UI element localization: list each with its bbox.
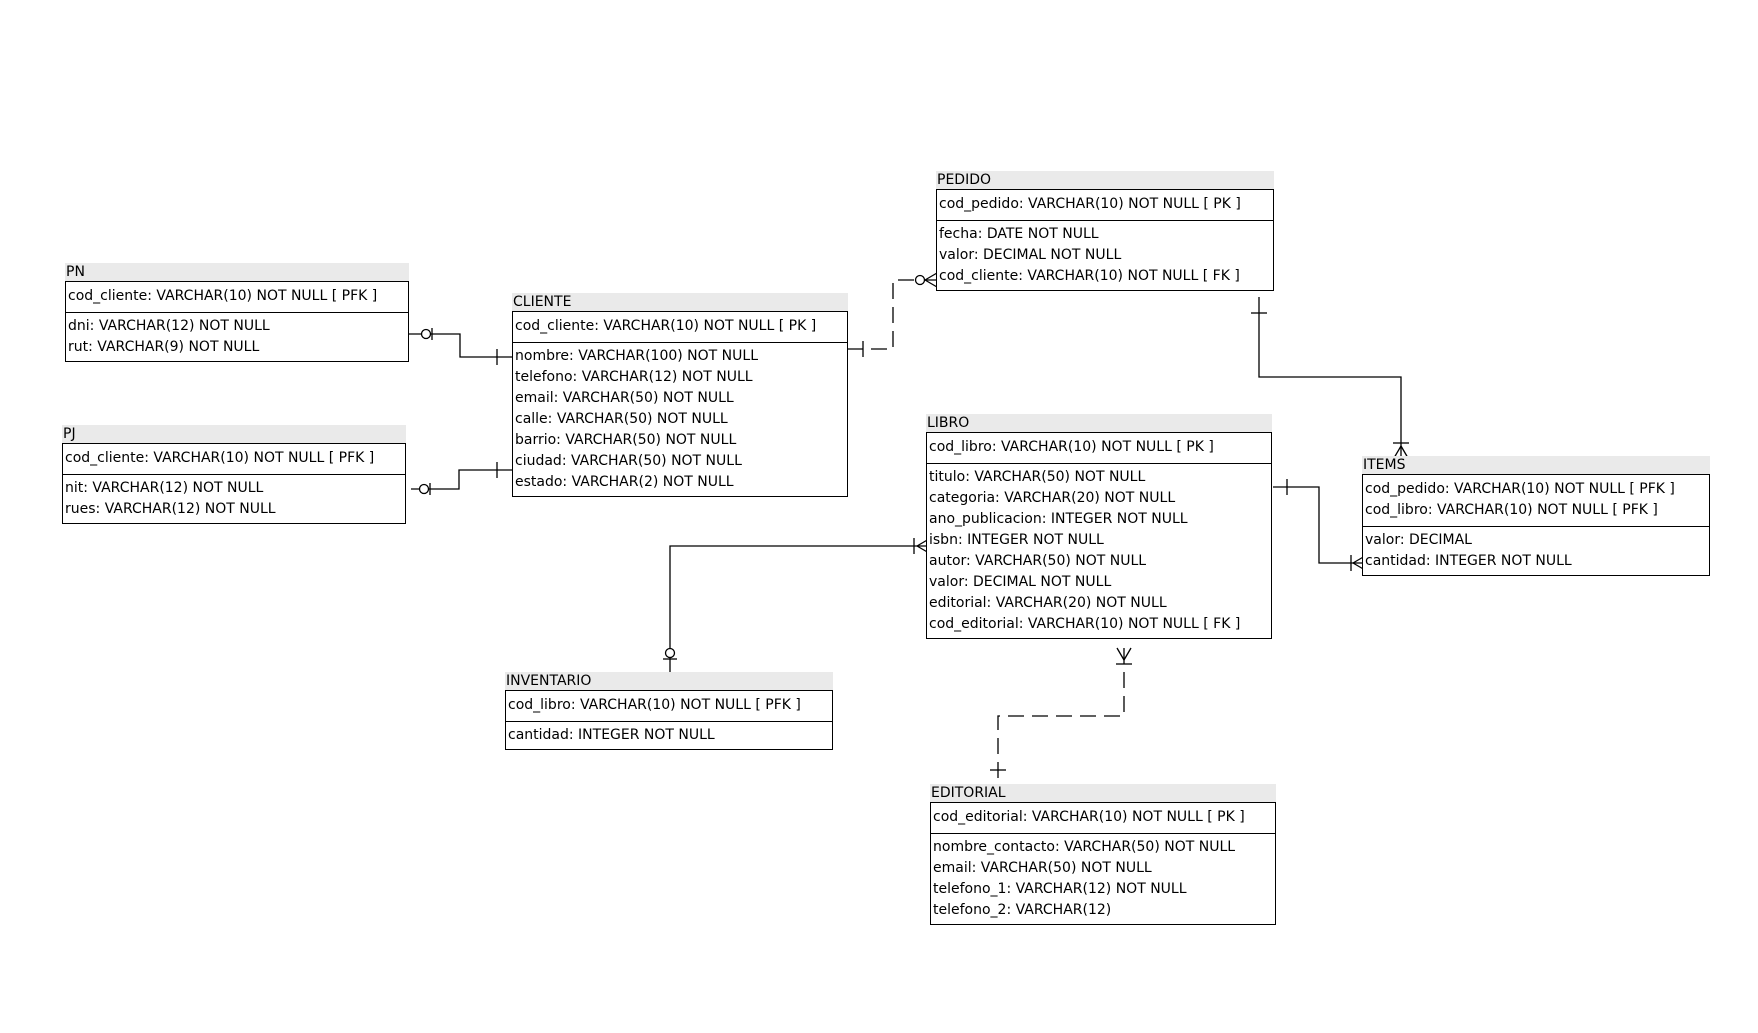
zero-or-one-marker <box>418 483 430 495</box>
primary-key-section: cod_pedido: VARCHAR(10) NOT NULL [ PK ] <box>937 190 1273 221</box>
attribute: cod_editorial: VARCHAR(10) NOT NULL [ FK… <box>929 616 1241 632</box>
entity-box: cod_cliente: VARCHAR(10) NOT NULL [ PFK … <box>65 281 409 362</box>
crow-foot-marker <box>924 272 938 281</box>
zero-marker <box>914 274 926 286</box>
entity-inventario[interactable]: INVENTARIO cod_libro: VARCHAR(10) NOT NU… <box>505 672 833 750</box>
attribute: categoria: VARCHAR(20) NOT NULL <box>929 490 1176 506</box>
crow-foot-marker <box>924 279 938 288</box>
entity-title: ITEMS <box>1362 456 1710 474</box>
attribute-section: nit: VARCHAR(12) NOT NULL rues: VARCHAR(… <box>63 475 405 523</box>
entity-box: cod_libro: VARCHAR(10) NOT NULL [ PK ] t… <box>926 432 1272 639</box>
key-attribute: cod_cliente: VARCHAR(10) NOT NULL [ PK ] <box>515 318 817 334</box>
entity-title: LIBRO <box>926 414 1272 432</box>
attribute: rues: VARCHAR(12) NOT NULL <box>65 501 276 517</box>
attribute: email: VARCHAR(50) NOT NULL <box>515 390 734 406</box>
primary-key-section: cod_cliente: VARCHAR(10) NOT NULL [ PFK … <box>63 444 405 475</box>
entity-items[interactable]: ITEMS cod_pedido: VARCHAR(10) NOT NULL [… <box>1362 456 1710 576</box>
attribute-section: fecha: DATE NOT NULL valor: DECIMAL NOT … <box>937 221 1273 290</box>
attribute: isbn: INTEGER NOT NULL <box>929 532 1104 548</box>
entity-title: CLIENTE <box>512 293 848 311</box>
attribute-section: dni: VARCHAR(12) NOT NULL rut: VARCHAR(9… <box>66 313 408 361</box>
attribute-section: titulo: VARCHAR(50) NOT NULL categoria: … <box>927 464 1271 638</box>
zero-or-one-marker <box>420 328 432 340</box>
zero-or-one-marker <box>664 647 676 659</box>
key-attribute: cod_libro: VARCHAR(10) NOT NULL [ PFK ] <box>1365 502 1658 518</box>
attribute: cod_cliente: VARCHAR(10) NOT NULL [ FK ] <box>939 268 1240 284</box>
entity-pedido[interactable]: PEDIDO cod_pedido: VARCHAR(10) NOT NULL … <box>936 171 1274 291</box>
attribute-section: cantidad: INTEGER NOT NULL <box>506 722 832 749</box>
relationship-cliente-pedido[interactable] <box>847 272 938 357</box>
key-attribute: cod_cliente: VARCHAR(10) NOT NULL [ PFK … <box>68 288 378 304</box>
attribute: calle: VARCHAR(50) NOT NULL <box>515 411 728 427</box>
attribute: rut: VARCHAR(9) NOT NULL <box>68 339 260 355</box>
attribute: estado: VARCHAR(2) NOT NULL <box>515 474 734 490</box>
attribute-section: valor: DECIMAL cantidad: INTEGER NOT NUL… <box>1363 527 1709 575</box>
primary-key-section: cod_editorial: VARCHAR(10) NOT NULL [ PK… <box>931 803 1275 834</box>
crow-foot-marker <box>1116 647 1125 661</box>
attribute: nombre: VARCHAR(100) NOT NULL <box>515 348 758 364</box>
primary-key-section: cod_cliente: VARCHAR(10) NOT NULL [ PFK … <box>66 282 408 313</box>
primary-key-section: cod_cliente: VARCHAR(10) NOT NULL [ PK ] <box>513 312 847 343</box>
relationship-libro-inventario[interactable] <box>663 538 930 673</box>
entity-box: cod_cliente: VARCHAR(10) NOT NULL [ PK ]… <box>512 311 848 497</box>
attribute: editorial: VARCHAR(20) NOT NULL <box>929 595 1167 611</box>
entity-title: PN <box>65 263 409 281</box>
entity-cliente[interactable]: CLIENTE cod_cliente: VARCHAR(10) NOT NUL… <box>512 293 848 497</box>
entity-title: PJ <box>62 425 406 443</box>
entity-pn[interactable]: PN cod_cliente: VARCHAR(10) NOT NULL [ P… <box>65 263 409 362</box>
attribute: cantidad: INTEGER NOT NULL <box>1365 553 1572 569</box>
attribute-section: nombre_contacto: VARCHAR(50) NOT NULL em… <box>931 834 1275 924</box>
relationship-editorial-libro[interactable] <box>990 647 1132 786</box>
key-attribute: cod_editorial: VARCHAR(10) NOT NULL [ PK… <box>933 809 1245 825</box>
attribute: dni: VARCHAR(12) NOT NULL <box>68 318 270 334</box>
attribute: valor: DECIMAL NOT NULL <box>929 574 1112 590</box>
attribute: cantidad: INTEGER NOT NULL <box>508 727 715 743</box>
key-attribute: cod_libro: VARCHAR(10) NOT NULL [ PK ] <box>929 439 1214 455</box>
entity-libro[interactable]: LIBRO cod_libro: VARCHAR(10) NOT NULL [ … <box>926 414 1272 639</box>
relationship-pj-cliente[interactable] <box>411 462 513 495</box>
attribute-section: nombre: VARCHAR(100) NOT NULL telefono: … <box>513 343 847 496</box>
entity-box: cod_pedido: VARCHAR(10) NOT NULL [ PK ] … <box>936 189 1274 291</box>
entity-editorial[interactable]: EDITORIAL cod_editorial: VARCHAR(10) NOT… <box>930 784 1276 925</box>
attribute: valor: DECIMAL <box>1365 532 1472 548</box>
attribute: valor: DECIMAL NOT NULL <box>939 247 1122 263</box>
attribute: nombre_contacto: VARCHAR(50) NOT NULL <box>933 839 1236 855</box>
attribute: autor: VARCHAR(50) NOT NULL <box>929 553 1147 569</box>
entity-title: EDITORIAL <box>930 784 1276 802</box>
relationship-libro-items[interactable] <box>1273 479 1366 571</box>
attribute: email: VARCHAR(50) NOT NULL <box>933 860 1152 876</box>
entity-box: cod_libro: VARCHAR(10) NOT NULL [ PFK ] … <box>505 690 833 750</box>
primary-key-section: cod_libro: VARCHAR(10) NOT NULL [ PK ] <box>927 433 1271 464</box>
attribute: barrio: VARCHAR(50) NOT NULL <box>515 432 737 448</box>
relationship-pedido-items[interactable] <box>1251 297 1409 459</box>
entity-box: cod_cliente: VARCHAR(10) NOT NULL [ PFK … <box>62 443 406 524</box>
entity-box: cod_editorial: VARCHAR(10) NOT NULL [ PK… <box>930 802 1276 925</box>
primary-key-section: cod_pedido: VARCHAR(10) NOT NULL [ PFK ]… <box>1363 475 1709 527</box>
entity-pj[interactable]: PJ cod_cliente: VARCHAR(10) NOT NULL [ P… <box>62 425 406 524</box>
key-attribute: cod_libro: VARCHAR(10) NOT NULL [ PFK ] <box>508 697 801 713</box>
attribute: titulo: VARCHAR(50) NOT NULL <box>929 469 1146 485</box>
relationship-pn-cliente[interactable] <box>408 328 513 365</box>
key-attribute: cod_pedido: VARCHAR(10) NOT NULL [ PFK ] <box>1365 481 1675 497</box>
attribute: nit: VARCHAR(12) NOT NULL <box>65 480 264 496</box>
attribute: ano_publicacion: INTEGER NOT NULL <box>929 511 1188 527</box>
attribute: ciudad: VARCHAR(50) NOT NULL <box>515 453 742 469</box>
attribute: telefono_1: VARCHAR(12) NOT NULL <box>933 881 1187 897</box>
entity-title: INVENTARIO <box>505 672 833 690</box>
crow-foot-marker <box>1123 647 1132 661</box>
key-attribute: cod_cliente: VARCHAR(10) NOT NULL [ PFK … <box>65 450 375 466</box>
primary-key-section: cod_libro: VARCHAR(10) NOT NULL [ PFK ] <box>506 691 832 722</box>
key-attribute: cod_pedido: VARCHAR(10) NOT NULL [ PK ] <box>939 196 1241 212</box>
attribute: telefono: VARCHAR(12) NOT NULL <box>515 369 753 385</box>
attribute: telefono_2: VARCHAR(12) <box>933 902 1112 918</box>
entity-box: cod_pedido: VARCHAR(10) NOT NULL [ PFK ]… <box>1362 474 1710 576</box>
entity-title: PEDIDO <box>936 171 1274 189</box>
attribute: fecha: DATE NOT NULL <box>939 226 1099 242</box>
